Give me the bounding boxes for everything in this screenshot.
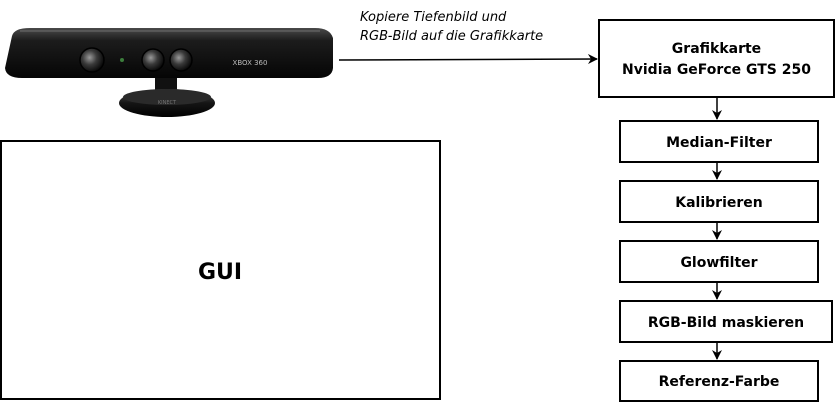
step-label: Glowfilter	[680, 255, 757, 271]
kinect-base-label: KINECT	[158, 100, 177, 106]
status-led-icon	[120, 58, 124, 62]
gpu-box: Grafikkarte Nvidia GeForce GTS 250	[598, 19, 835, 98]
kinect-sensor-image: KINECT XBOX 360	[5, 28, 333, 117]
step-label: Median-Filter	[666, 135, 772, 151]
depth-camera-icon	[169, 48, 193, 72]
gui-label: GUI	[198, 260, 242, 285]
step-label: Kalibrieren	[675, 195, 762, 211]
gui-box: GUI	[0, 140, 441, 400]
transfer-note-line1: Kopiere Tiefenbild und	[360, 10, 507, 25]
gpu-model: Nvidia GeForce GTS 250	[622, 62, 811, 78]
pipeline-step-rgb-mask: RGB-Bild maskieren	[619, 300, 833, 343]
transfer-note-line2: RGB-Bild auf die Grafikkarte	[360, 29, 543, 44]
rgb-camera-icon	[141, 48, 165, 72]
pipeline-step-kalibrieren: Kalibrieren	[619, 180, 819, 223]
pipeline-step-referenz: Referenz-Farbe	[619, 360, 819, 402]
step-label: Referenz-Farbe	[659, 374, 780, 390]
gpu-title: Grafikkarte	[672, 41, 761, 57]
pipeline-step-glowfilter: Glowfilter	[619, 240, 819, 283]
pipeline-step-median: Median-Filter	[619, 120, 819, 163]
kinect-brand-label: XBOX 360	[233, 59, 268, 67]
transfer-arrow	[338, 54, 598, 65]
step-label: RGB-Bild maskieren	[648, 315, 804, 331]
ir-emitter-icon	[79, 47, 105, 73]
